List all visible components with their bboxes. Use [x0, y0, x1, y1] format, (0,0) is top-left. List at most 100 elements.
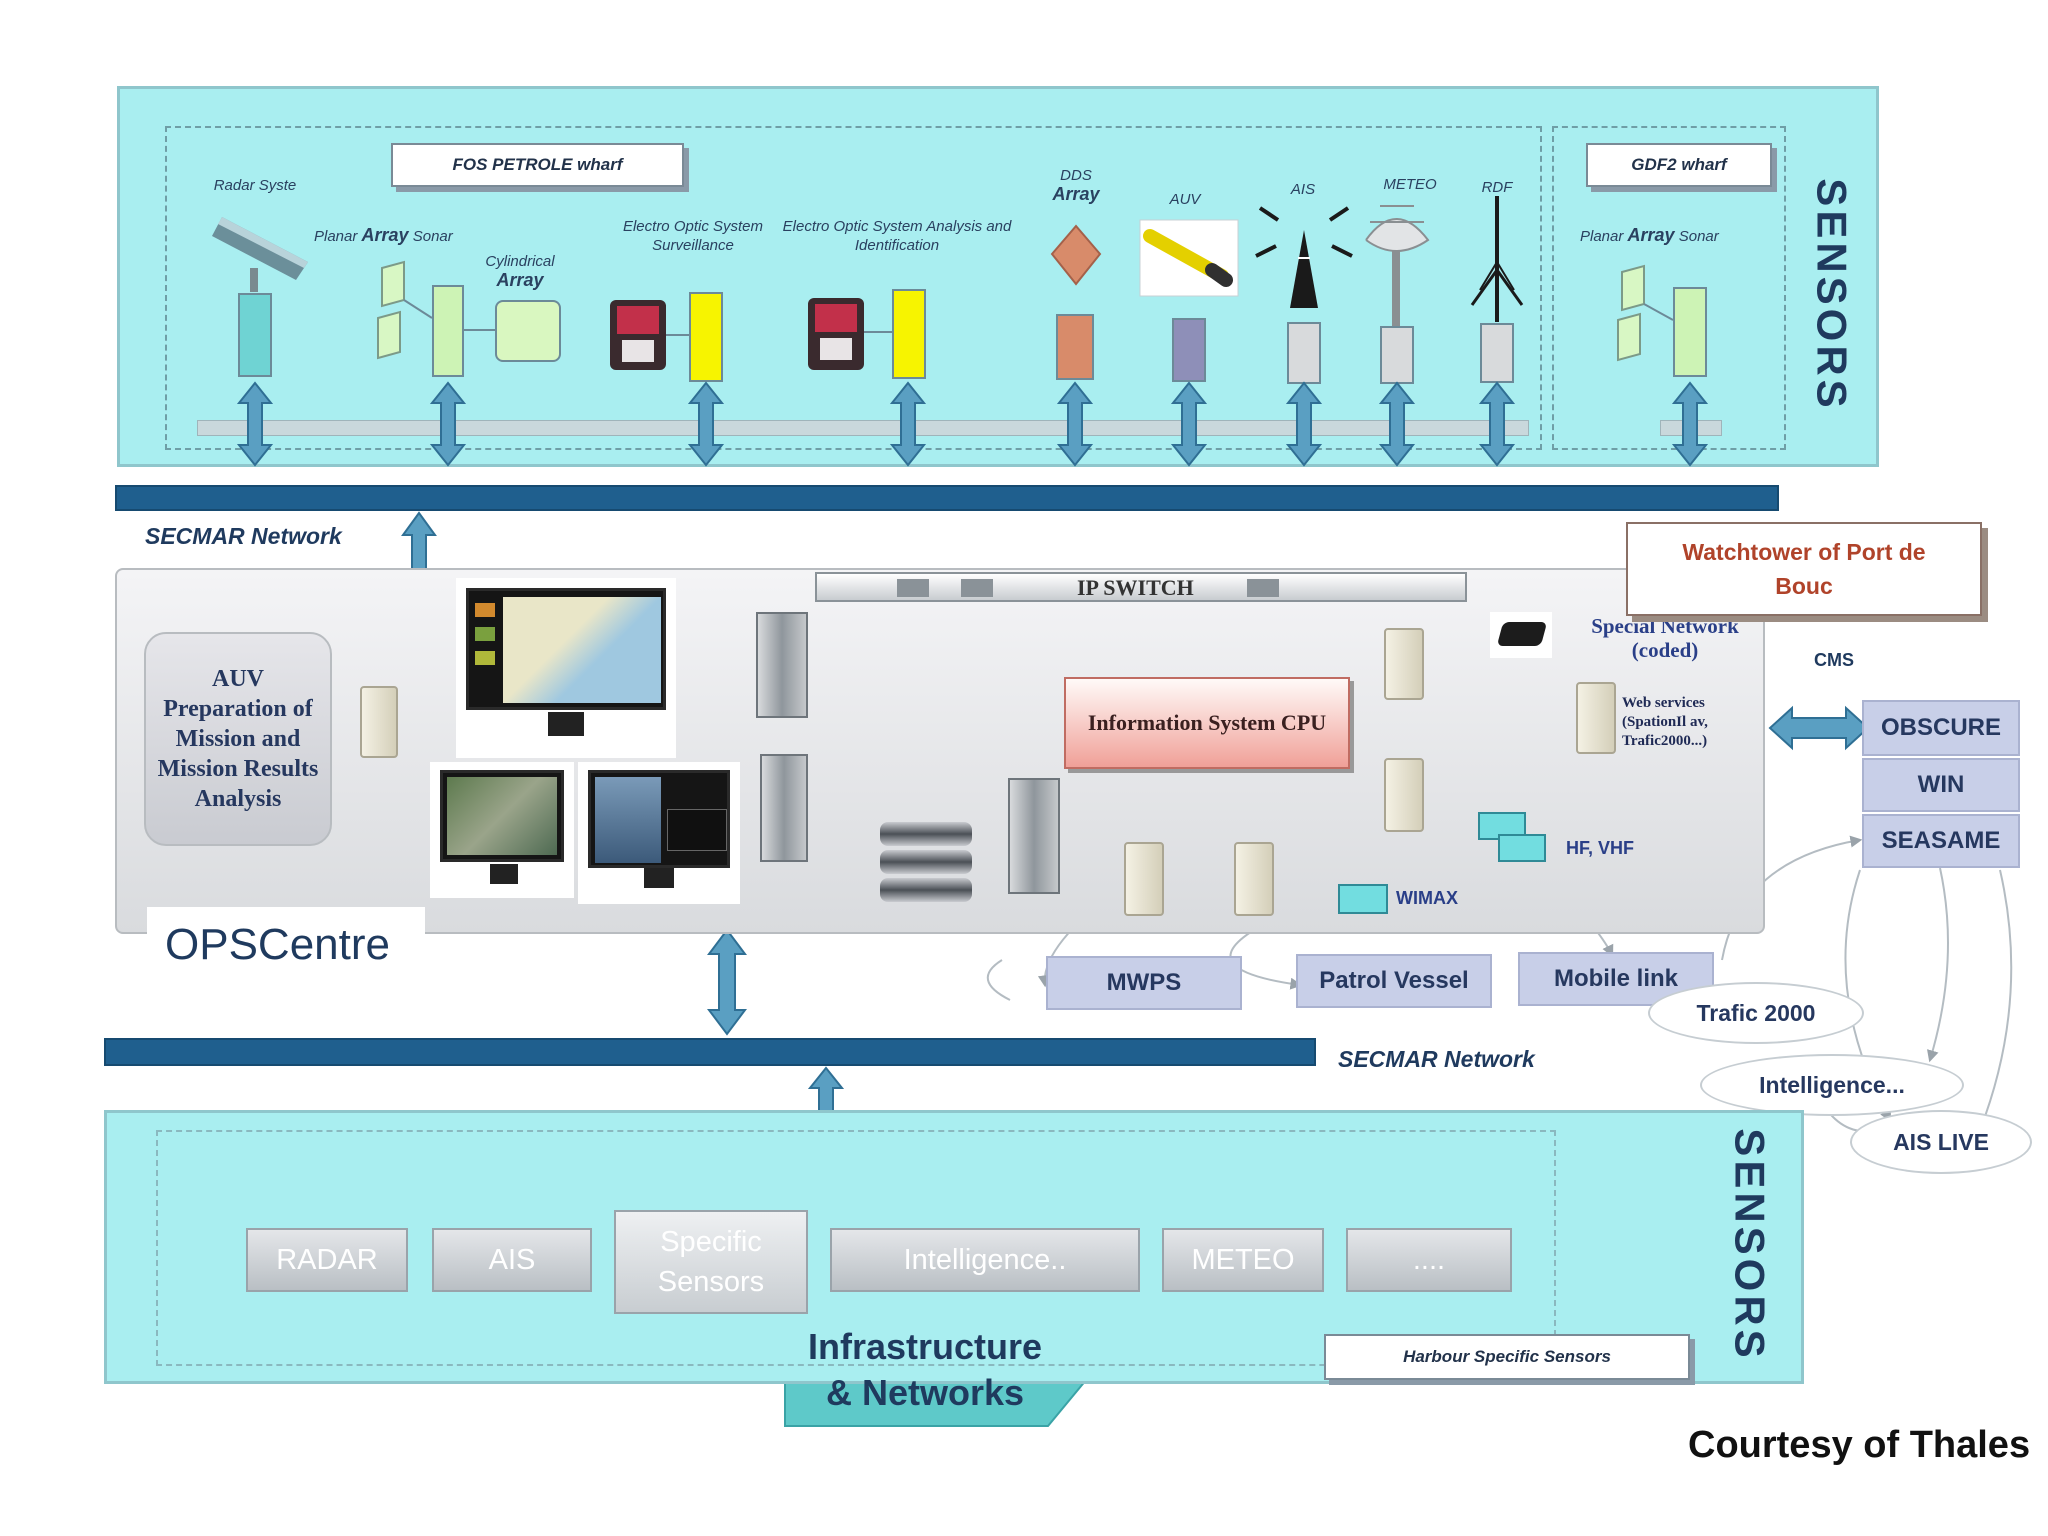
planar-array-icon-1 [377, 260, 495, 360]
bottom-sensor-specific: Specific Sensors [614, 1210, 808, 1314]
map-screen [503, 597, 661, 703]
bottom-sensors-side-label: SENSORS [1727, 1128, 1775, 1362]
ais-tower-icon [1255, 206, 1353, 308]
oval-trafic-2000: Trafic 2000 [1648, 982, 1864, 1044]
router-special-network [1384, 628, 1424, 700]
map-monitor [466, 588, 666, 710]
cms-win: WIN [1862, 758, 2020, 812]
link-mwps: MWPS [1046, 956, 1242, 1010]
monitor-stand-1 [548, 712, 584, 736]
bottom-sensor-ais: AIS [432, 1228, 592, 1292]
information-system-cpu: Information System CPU [1064, 677, 1350, 769]
auv-label: AUV [1169, 191, 1201, 208]
secmar-network-bar-bottom [104, 1038, 1316, 1066]
oval-ais-live: AIS LIVE [1850, 1110, 2032, 1174]
cms-obscure: OBSCURE [1862, 700, 2020, 756]
storage-disk-1 [880, 822, 972, 846]
ops-centre-title: OPSCentre [165, 920, 390, 969]
meteo-station-icon [1365, 205, 1430, 326]
bottom-sensor-radar: RADAR [246, 1228, 408, 1292]
wimax-box [1338, 884, 1388, 914]
watchtower-box: Watchtower of Port de Bouc [1626, 522, 1982, 616]
dds-array-icon [1050, 224, 1102, 286]
special-network-label: Special Network (coded) [1591, 614, 1739, 662]
infrastructure-networks-label: Infrastructure & Networks [807, 1326, 1043, 1413]
planar-sonar-device-2 [1673, 287, 1707, 377]
phone-icon [1496, 622, 1548, 646]
planar-sonar-device-1 [432, 285, 464, 377]
rdf-device [1480, 323, 1514, 383]
storage-disk-2 [880, 850, 972, 874]
eos-camera-icon-2 [808, 298, 892, 370]
eos-camera-icon-1 [610, 300, 689, 370]
switch-port-2 [961, 579, 993, 597]
bottom-sensors-side-label-wrap: SENSORS [1720, 1120, 1780, 1370]
video-screen-left [595, 777, 661, 863]
satellite-screen [447, 777, 557, 855]
gdf-dashed-zone [1552, 126, 1786, 450]
radar-device [238, 293, 272, 377]
fos-wharf-label: FOS PETROLE wharf [391, 143, 684, 187]
radar-antenna-icon [212, 217, 308, 292]
secmar-network-label-bottom: SECMAR Network [1338, 1046, 1535, 1072]
server-2 [760, 754, 808, 862]
wimax-label: WIMAX [1396, 888, 1458, 908]
meteo-label: METEO [1383, 176, 1437, 193]
router-hf-vhf [1384, 758, 1424, 832]
link-patrol-vessel: Patrol Vessel [1296, 954, 1492, 1008]
video-monitor [588, 770, 730, 868]
monitor-stand-3 [644, 868, 674, 888]
ip-switch-label: IP SWITCH [1077, 575, 1194, 600]
bottom-sensor-intelligence: Intelligence.. [830, 1228, 1140, 1292]
map-panel-chip-2 [475, 627, 495, 641]
rdf-antenna-icon [1470, 196, 1524, 322]
secmar-network-bar-top [115, 485, 1779, 511]
router-auv [360, 686, 398, 758]
monitor-stand-2 [490, 864, 518, 884]
eos-analysis-label: Electro Optic System Analysis and Identi… [782, 218, 1012, 254]
fos-dashed-zone [165, 126, 1542, 450]
gdf-wharf-label: GDF2 wharf [1586, 143, 1772, 187]
eos-surveillance-label: Electro Optic System Surveillance [622, 218, 764, 254]
ip-switch: IP SWITCH [815, 572, 1467, 602]
ops-title-bg [147, 907, 425, 983]
link-mobile: Mobile link [1518, 952, 1714, 1006]
router-patrol [1234, 842, 1274, 916]
router-web-services [1576, 682, 1616, 754]
harbour-specific-sensors-label: Harbour Specific Sensors [1324, 1334, 1690, 1380]
storage-disk-3 [880, 878, 972, 902]
planar-array-sonar-label-1: Planar Array Sonar [314, 225, 453, 246]
ais-label: AIS [1290, 181, 1316, 198]
auv-mission-box: AUV Preparation of Mission and Mission R… [144, 632, 332, 846]
rdf-label: RDF [1481, 179, 1513, 196]
hf-vhf-label: HF, VHF [1566, 838, 1635, 858]
eos-surveillance-device [689, 292, 723, 382]
secmar-network-label-top: SECMAR Network [145, 523, 342, 549]
web-services-label: Web services (SpationIl av, Trafic2000..… [1622, 695, 1708, 749]
meteo-device [1380, 326, 1414, 384]
radar-system-label: Radar Syste [213, 177, 297, 194]
satellite-monitor [440, 770, 564, 862]
server-1 [756, 612, 808, 718]
bottom-sensor-more: .... [1346, 1228, 1512, 1292]
courtesy-label: Courtesy of Thales [1688, 1424, 2031, 1466]
planar-array-icon-2 [1617, 264, 1674, 362]
bottom-dashed-zone [156, 1130, 1556, 1366]
hf-box-2 [1498, 834, 1546, 862]
planar-array-sonar-label-2: Planar Array Sonar [1580, 225, 1719, 246]
cylindrical-array-device [495, 300, 561, 362]
switch-port-3 [1247, 579, 1279, 597]
map-panel-chip-1 [475, 603, 495, 617]
map-panel-chip-3 [475, 651, 495, 665]
cms-seasame: SEASAME [1862, 814, 2020, 868]
bottom-sensor-meteo: METEO [1162, 1228, 1324, 1292]
dds-device [1056, 314, 1094, 380]
auv-device [1172, 318, 1206, 382]
eos-analysis-device [892, 289, 926, 379]
router-mwps [1124, 842, 1164, 916]
switch-port-1 [897, 579, 929, 597]
oval-intelligence: Intelligence... [1700, 1054, 1964, 1116]
